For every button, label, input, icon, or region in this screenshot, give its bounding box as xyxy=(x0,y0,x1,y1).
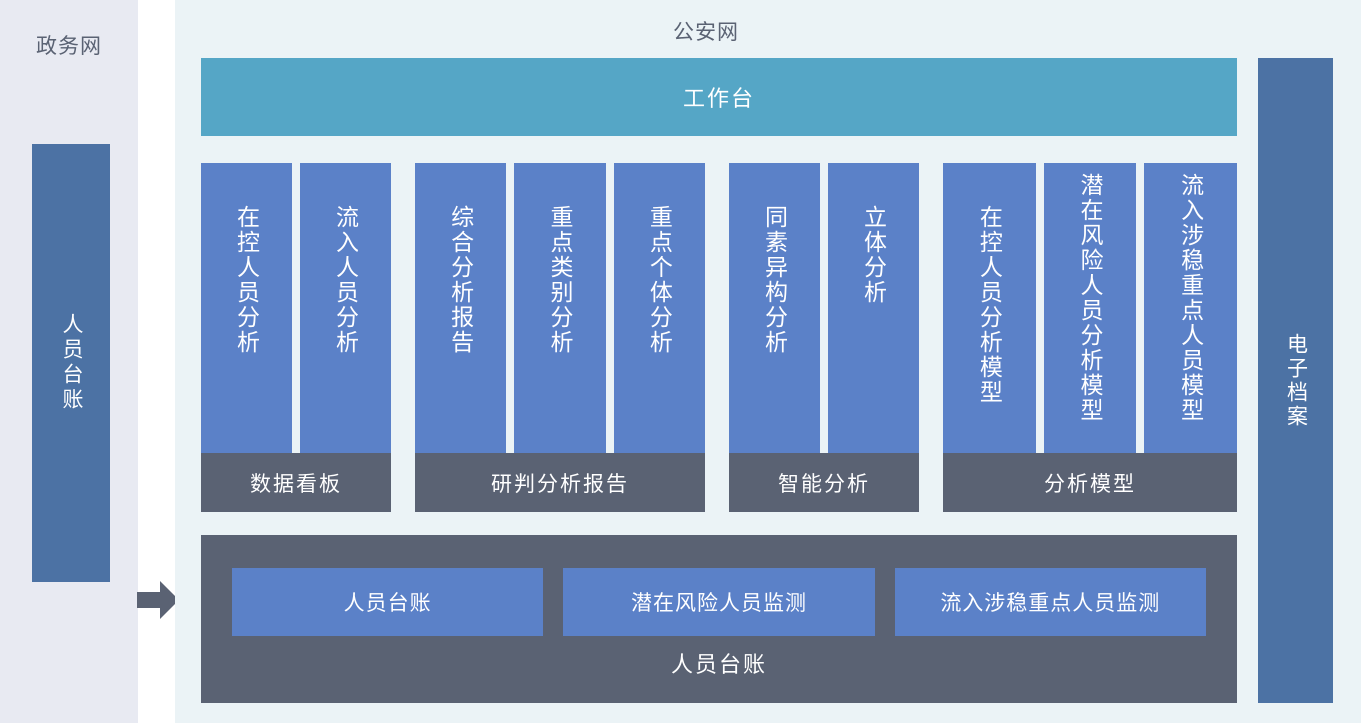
column-card[interactable]: 潜在风险人员分析模型 xyxy=(1043,163,1137,453)
column-inner: 在控人员分析模型 xyxy=(943,163,1036,453)
column-card[interactable]: 重点个体分析 xyxy=(613,163,705,453)
group-band-label: 智能分析 xyxy=(729,453,919,512)
column-inner: 重点个体分析 xyxy=(614,163,705,453)
group-intelligent-analysis: 同素异构分析 立体分析 智能分析 xyxy=(729,163,919,512)
ledger-card[interactable]: 人员台账 xyxy=(232,568,544,636)
column-card[interactable]: 立体分析 xyxy=(828,163,919,453)
group-band-label: 分析模型 xyxy=(943,453,1237,512)
group-band-label: 数据看板 xyxy=(201,453,391,512)
column-inner: 综合分析报告 xyxy=(415,163,506,453)
column-label: 重点个体分析 xyxy=(646,205,673,355)
group-columns: 在控人员分析模型 潜在风险人员分析模型 流入涉稳重点人员模型 xyxy=(943,163,1238,453)
column-label: 重点类别分析 xyxy=(546,205,573,355)
column-card[interactable]: 综合分析报告 xyxy=(415,163,507,453)
electronic-archive-block[interactable]: 电子档案 xyxy=(1258,58,1333,703)
ledger-card-row: 人员台账 潜在风险人员监测 流入涉稳重点人员监测 xyxy=(232,568,1206,636)
gov-personnel-ledger-block[interactable]: 人员台账 xyxy=(32,144,110,582)
group-data-dashboard: 在控人员分析 流入人员分析 数据看板 xyxy=(201,163,391,512)
group-judgment-analysis-report: 综合分析报告 重点类别分析 重点个体分析 研判分析报告 xyxy=(415,163,705,512)
group-columns: 综合分析报告 重点类别分析 重点个体分析 xyxy=(415,163,705,453)
group-band-label: 研判分析报告 xyxy=(415,453,705,512)
column-label: 同素异构分析 xyxy=(761,205,788,355)
column-inner: 潜在风险人员分析模型 xyxy=(1044,163,1137,453)
column-label: 流入人员分析 xyxy=(332,205,359,355)
column-card[interactable]: 在控人员分析 xyxy=(201,163,292,453)
column-card[interactable]: 同素异构分析 xyxy=(729,163,820,453)
column-inner: 立体分析 xyxy=(828,163,919,453)
column-label: 在控人员分析 xyxy=(233,205,260,355)
ledger-card[interactable]: 流入涉稳重点人员监测 xyxy=(894,568,1206,636)
group-analysis-model: 在控人员分析模型 潜在风险人员分析模型 流入涉稳重点人员模型 分析模型 xyxy=(943,163,1238,512)
column-inner: 流入涉稳重点人员模型 xyxy=(1144,163,1237,453)
electronic-archive-label: 电子档案 xyxy=(1284,332,1308,429)
public-security-network-panel: 公安网 工作台 在控人员分析 流入人员分析 xyxy=(175,0,1361,723)
column-card[interactable]: 流入涉稳重点人员模型 xyxy=(1144,163,1238,453)
column-label: 在控人员分析模型 xyxy=(976,205,1003,405)
column-card[interactable]: 流入人员分析 xyxy=(300,163,391,453)
column-label: 流入涉稳重点人员模型 xyxy=(1177,173,1204,423)
public-security-network-title: 公安网 xyxy=(673,21,739,44)
column-inner: 重点类别分析 xyxy=(514,163,605,453)
column-label: 综合分析报告 xyxy=(447,205,474,355)
column-label: 立体分析 xyxy=(860,205,887,305)
column-card[interactable]: 在控人员分析模型 xyxy=(943,163,1036,453)
ledger-panel-caption: 人员台账 xyxy=(670,652,767,677)
government-network-title: 政务网 xyxy=(36,35,102,58)
group-columns: 在控人员分析 流入人员分析 xyxy=(201,163,391,453)
workbench-bar[interactable]: 工作台 xyxy=(201,58,1237,136)
arrow-right-icon xyxy=(137,581,179,619)
column-inner: 流入人员分析 xyxy=(300,163,391,453)
column-inner: 同素异构分析 xyxy=(729,163,820,453)
group-columns: 同素异构分析 立体分析 xyxy=(729,163,919,453)
personnel-ledger-panel: 人员台账 潜在风险人员监测 流入涉稳重点人员监测 人员台账 xyxy=(201,535,1237,703)
column-inner: 在控人员分析 xyxy=(201,163,292,453)
ledger-card[interactable]: 潜在风险人员监测 xyxy=(563,568,875,636)
function-groups-row: 在控人员分析 流入人员分析 数据看板 综合分析报告 xyxy=(201,163,1238,512)
government-network-panel: 政务网 人员台账 xyxy=(0,0,138,723)
column-label: 潜在风险人员分析模型 xyxy=(1077,173,1103,423)
column-card[interactable]: 重点类别分析 xyxy=(514,163,606,453)
